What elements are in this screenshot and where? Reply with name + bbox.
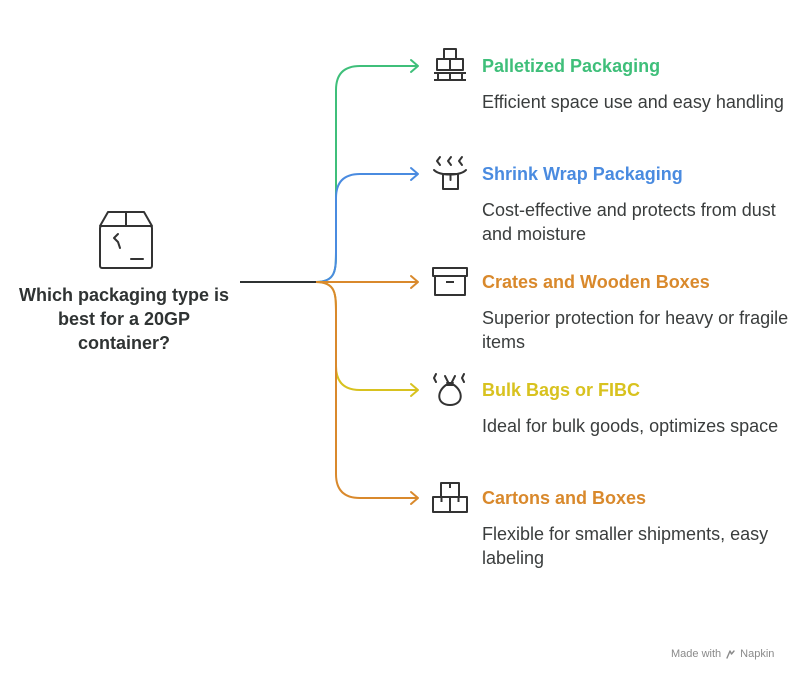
- branch-connector-2: [315, 173, 418, 283]
- option-description: Superior protection for heavy or fragile…: [482, 308, 789, 352]
- bulk-bag-icon: [433, 373, 465, 406]
- option-description: Ideal for bulk goods, optimizes space: [482, 416, 779, 436]
- option-title: Crates and Wooden Boxes: [482, 272, 710, 292]
- option-title: Shrink Wrap Packaging: [482, 164, 683, 184]
- branch-connector-5: [315, 281, 418, 499]
- branch-arrow-5: [410, 491, 419, 505]
- option-description: Flexible for smaller shipments, easy lab…: [482, 524, 769, 568]
- crate-icon: [432, 267, 468, 296]
- branch-arrow-3: [410, 275, 419, 289]
- option-title: Bulk Bags or FIBC: [482, 380, 641, 400]
- option-bulk-bags: Bulk Bags or FIBC Ideal for bulk goods, …: [482, 378, 792, 438]
- option-description: Cost-effective and protects from dust an…: [482, 200, 776, 244]
- option-shrink-wrap: Shrink Wrap Packaging Cost-effective and…: [482, 162, 792, 246]
- option-cartons: Cartons and Boxes Flexible for smaller s…: [482, 486, 792, 570]
- cartons-icon: [432, 482, 468, 513]
- watermark-prefix: Made with: [671, 648, 722, 660]
- option-title: Palletized Packaging: [482, 56, 661, 76]
- package-icon: [99, 211, 153, 269]
- option-crates: Crates and Wooden Boxes Superior protect…: [482, 270, 792, 354]
- watermark-brand: Napkin: [740, 648, 775, 660]
- branch-arrow-1: [410, 59, 419, 73]
- pallet-icon: [434, 48, 466, 81]
- shrink-wrap-icon: [433, 156, 467, 190]
- question-text: Which packaging type is best for a 20GP …: [18, 285, 230, 353]
- watermark: Made with Napkin: [671, 648, 774, 660]
- option-palletized: Palletized Packaging Efficient space use…: [482, 54, 792, 114]
- branch-connector-4: [315, 281, 418, 391]
- option-description: Efficient space use and easy handling: [482, 92, 784, 112]
- napkin-logo-icon: [726, 649, 735, 659]
- branch-arrow-2: [410, 167, 419, 181]
- option-title: Cartons and Boxes: [482, 488, 647, 508]
- branch-arrow-4: [410, 383, 419, 397]
